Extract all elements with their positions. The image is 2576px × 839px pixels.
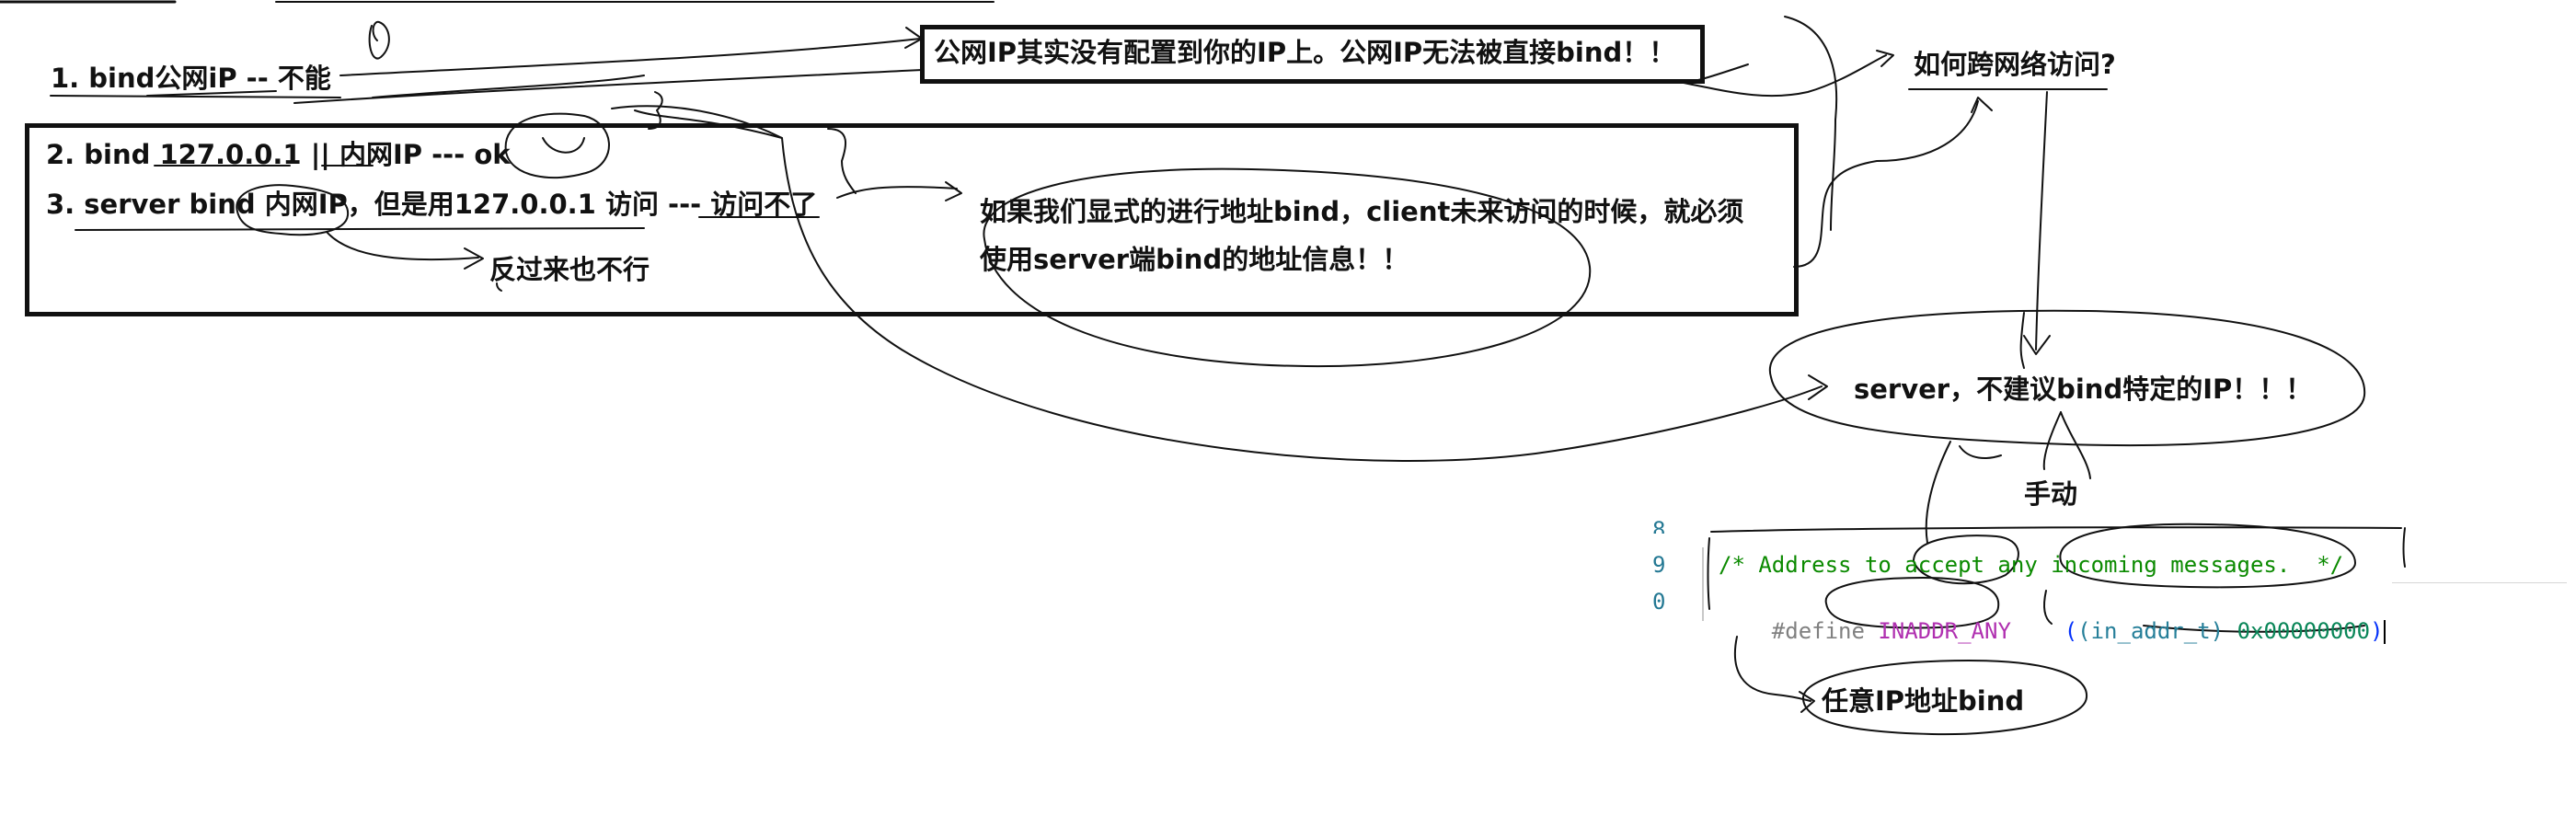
code-open-paren: (: [2064, 618, 2078, 644]
code-define-keyword: #define: [1771, 618, 1865, 644]
note-bind-public-ip: 1. bind公网iP -- 不能: [51, 63, 331, 94]
bind-rules-box: [25, 123, 1799, 316]
code-value: 0x00000000: [2237, 618, 2371, 644]
server-advice: server，不建议bind特定的IP！！！: [1854, 374, 2313, 405]
code-comment-line: /* Address to accept any incoming messag…: [1719, 552, 2344, 578]
line-number-9: 9: [1652, 552, 1666, 578]
note-bind-localhost: 2. bind 127.0.0.1 || 内网IP --- ok: [46, 139, 511, 170]
manual-label: 手动: [2024, 478, 2078, 510]
code-cast: (in_addr_t): [2077, 618, 2225, 644]
code-close-paren: ): [2370, 618, 2384, 644]
explicit-bind-note-line1: 如果我们显式的进行地址bind，client未来访问的时候，就必须: [980, 196, 1744, 227]
note-reverse: 反过来也不行: [489, 254, 650, 285]
public-ip-note: 公网IP其实没有配置到你的IP上。公网IP无法被直接bind！！: [934, 37, 1676, 68]
note-bind-lan-ip: 3. server bind 内网IP，但是用127.0.0.1 访问 --- …: [46, 189, 818, 220]
any-ip-bind-note: 任意IP地址bind: [1822, 685, 2025, 717]
current-line-highlight: [2392, 582, 2567, 583]
cross-network-question: 如何跨网络访问?: [1914, 49, 2116, 80]
public-ip-note-box: [920, 25, 1705, 84]
code-macro-name: INADDR_ANY: [1878, 618, 2011, 644]
explicit-bind-note-line2: 使用server端bind的地址信息！！: [980, 244, 1409, 275]
code-define-line: #define INADDR_ANY ((in_addr_t) 0x000000…: [1719, 587, 2386, 675]
indent-guide: [1702, 547, 1704, 621]
text-cursor: [2383, 620, 2386, 644]
line-number-0: 0: [1652, 589, 1666, 615]
line-number-8: 8: [1652, 517, 1666, 534]
